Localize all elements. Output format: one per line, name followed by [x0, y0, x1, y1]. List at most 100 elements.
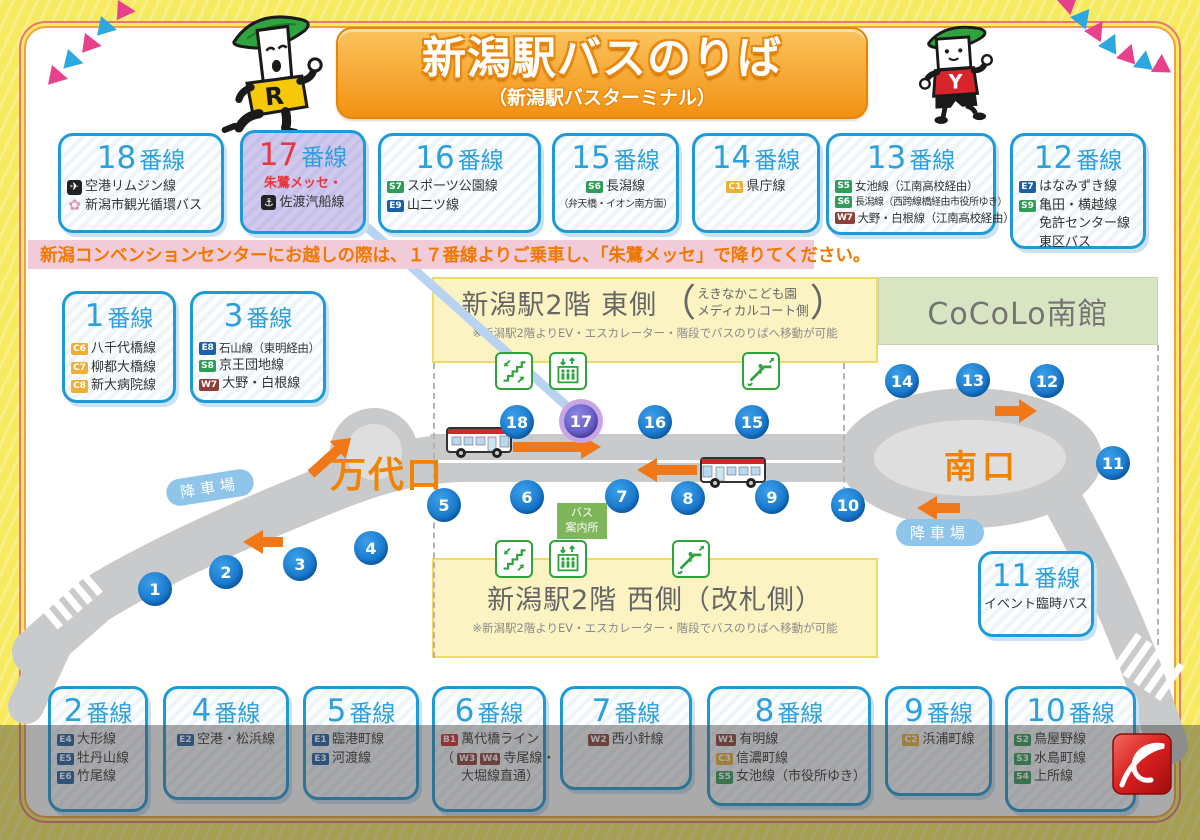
bus-stop-marker: 3	[283, 547, 317, 581]
station-west-block: 新潟駅2階 西側（改札側） ※新潟駅2階よりEV・エスカレーター・階段でバスのり…	[432, 558, 878, 658]
pdf-icon[interactable]	[1112, 733, 1172, 795]
route-name: 八千代橋線	[91, 340, 157, 356]
route-line: ✿新潟市観光循環バス	[67, 196, 215, 215]
bus-stop-marker: 16	[638, 405, 672, 439]
elevator-icon	[549, 540, 587, 578]
route-badge: W7	[199, 378, 220, 392]
airplane-icon: ✈	[67, 179, 82, 195]
route-name: 佐渡汽船線	[279, 194, 345, 210]
route-name: 大形線	[77, 731, 117, 747]
route-name: （	[441, 750, 455, 766]
route-badge: E7	[1019, 180, 1036, 194]
west-block-title: 新潟駅2階 西側（改札側）	[487, 585, 823, 616]
route-name: スポーツ公園線	[407, 178, 498, 194]
route-name: 信濃町線	[736, 750, 789, 766]
route-badge: E1	[312, 733, 329, 747]
open-paren: （	[658, 280, 697, 325]
bus-stop-marker: 4	[354, 531, 388, 565]
bus-info-line1: バス	[571, 506, 593, 519]
route-badge: S5	[716, 771, 733, 785]
route-badge: S9	[1019, 199, 1036, 213]
route-badge: E9	[387, 199, 404, 213]
route-name: 山二ツ線	[407, 197, 460, 213]
route-badge: S5	[835, 179, 852, 193]
route-badge: W7	[835, 211, 855, 225]
route-name: 東区バス	[1039, 235, 1092, 251]
route-badge: S2	[1014, 733, 1031, 747]
route-name: 牡丹山線	[77, 750, 130, 766]
route-line: 東区バス	[1019, 235, 1137, 252]
route-badge: S4	[1014, 771, 1031, 785]
route-name: 朱鷺メッセ・	[263, 175, 342, 191]
boundary-dashed-line	[1157, 345, 1159, 645]
route-name: 竹尾線	[77, 769, 117, 785]
route-name: 西小針線	[611, 731, 664, 747]
bus-stop-marker: 6	[510, 480, 544, 514]
route-name: 女池線（江南高校経由）	[855, 178, 979, 193]
bus-info-line2: 案内所	[565, 520, 599, 534]
bus-stop-marker: 5	[427, 488, 461, 522]
route-badge: E2	[176, 733, 194, 747]
escalator-icon	[742, 352, 780, 390]
route-badge: S6	[835, 195, 852, 209]
bus-stop-marker: 12	[1030, 364, 1064, 398]
route-name: 大堀線直通）	[461, 769, 540, 785]
page-title: 新潟駅バスのりば	[422, 33, 782, 85]
route-name: 浜浦町線	[922, 731, 975, 747]
route-badge: W3	[457, 752, 478, 766]
route-line: ✈空港リムジン線	[67, 179, 215, 196]
route-line: 大堀線直通）	[441, 769, 540, 786]
bus-stop-marker: 13	[956, 363, 990, 397]
route-name: 臨港町線	[332, 731, 385, 747]
west-block-note: ※新潟駅2階よりEV・エスカレーター・階段でバスのりばへ移動が可能	[472, 621, 838, 635]
ferry-icon: ⚓	[261, 195, 277, 211]
dropoff-area-right: 降車場	[896, 519, 985, 546]
close-paren: ）	[809, 280, 848, 325]
route-badge: S3	[1014, 752, 1031, 766]
route-badge: C6	[71, 342, 88, 356]
route-name: 空港・松浜線	[196, 731, 275, 747]
route-name: 寺尾線・	[503, 750, 556, 766]
route-name: 長潟線	[605, 178, 645, 194]
bus-stop-marker: 11	[1096, 446, 1130, 480]
mascot-left-letter: R	[263, 81, 285, 112]
convention-center-notice: 新潟コンベンションセンターにお越しの際は、１７番線よりご乗車し、「朱鷺メッセ」で…	[28, 240, 870, 269]
route-name: 河渡線	[332, 750, 372, 766]
bus-stop-marker: 10	[831, 488, 865, 522]
route-name: 県庁線	[746, 178, 786, 194]
east-block-title-row: 新潟駅2階 東側 （ えきなかこども園 メディカルコート側 ）	[434, 283, 876, 322]
route-badge: W2	[588, 733, 609, 747]
bottom-dim-overlay	[0, 725, 1200, 840]
